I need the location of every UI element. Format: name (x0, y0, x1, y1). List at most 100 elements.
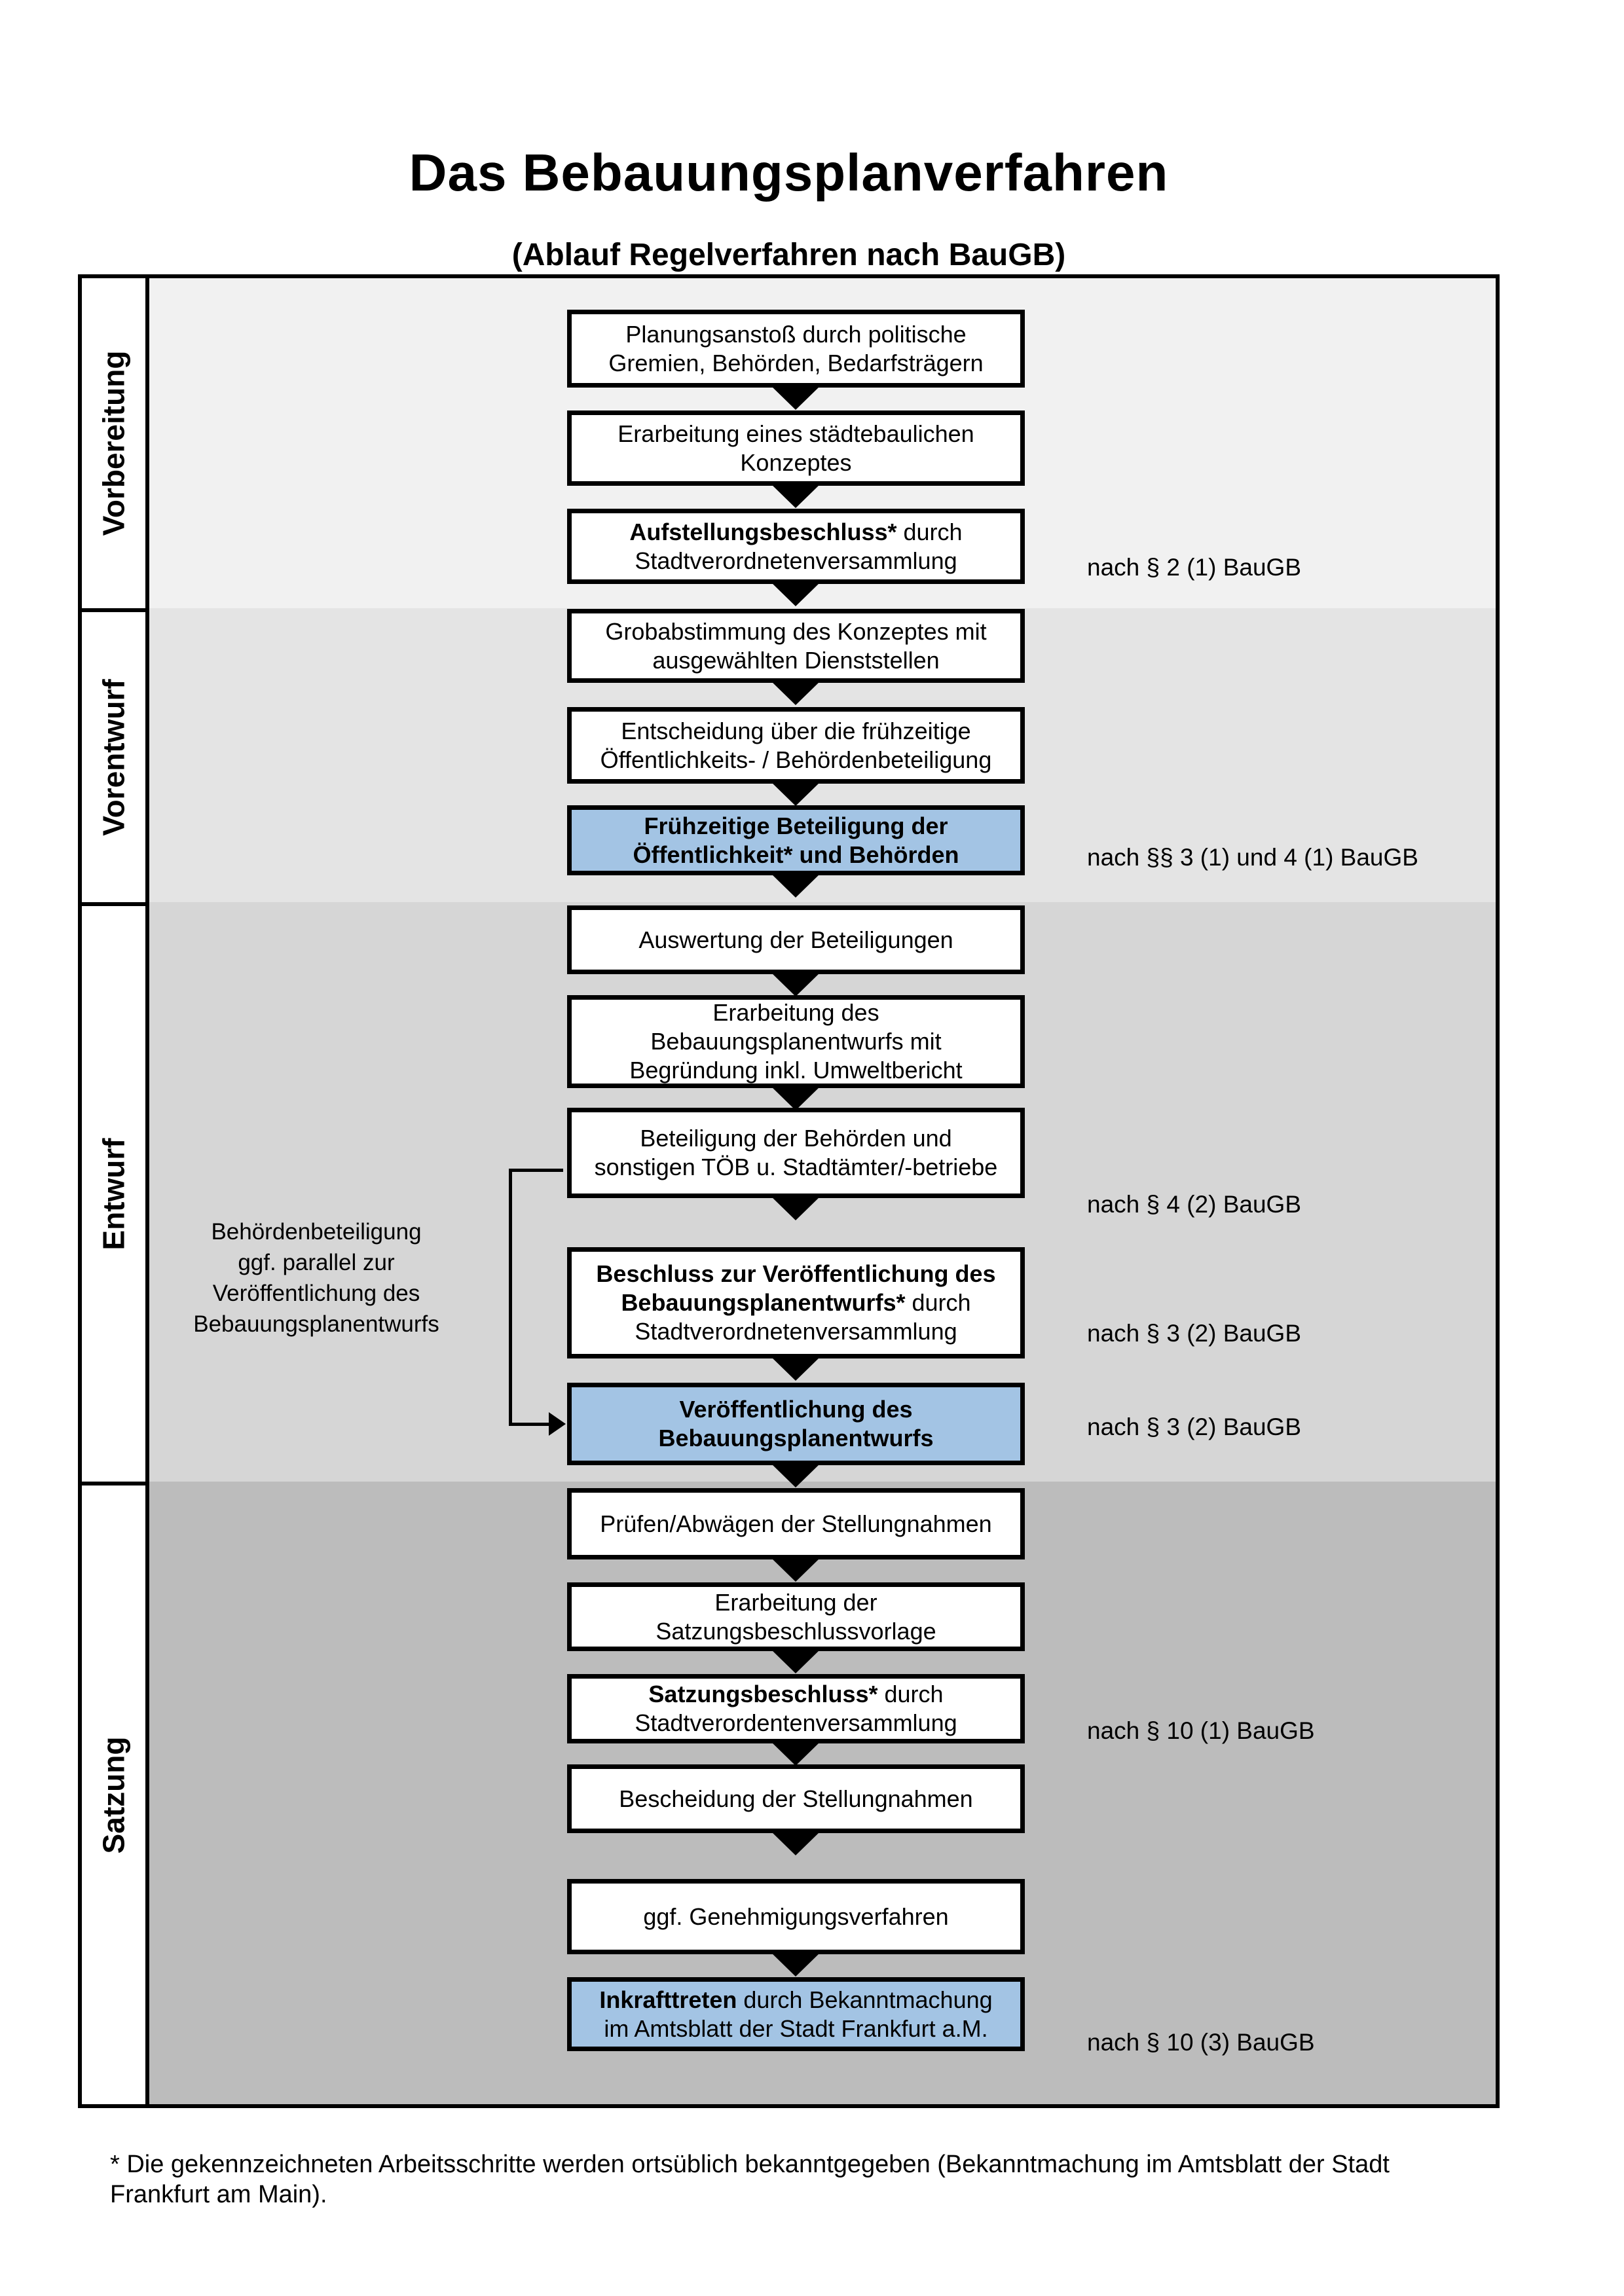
flow-box-bescheidung: Bescheidung der Stellungnahmen (567, 1764, 1025, 1833)
arrow-down-icon (770, 873, 821, 898)
text-segment: ggf. parallel zur (238, 1250, 395, 1275)
text-segment: Stadtverordentenversammlung (635, 1709, 957, 1736)
text-content: * Die gekennzeichneten Arbeitsschritte w… (110, 2151, 1390, 2208)
text-segment: Gremien, Behörden, Bedarfsträgern (608, 349, 984, 376)
legal-reference: nach § 4 (2) BauGB (1087, 1191, 1302, 1218)
text-segment: Bebauungsplanentwurfs (193, 1311, 439, 1337)
legal-reference: nach § 3 (2) BauGB (1087, 1413, 1302, 1440)
text-segment: Erarbeitung der (714, 1588, 877, 1616)
arrow-down-icon (770, 483, 821, 508)
flow-box-genehmigungsverfahren: ggf. Genehmigungsverfahren (567, 1879, 1025, 1954)
text-segment: Veröffentlichung des (679, 1396, 913, 1423)
text-segment: * Die gekennzeichneten Arbeitsschritte w… (110, 2151, 1390, 2178)
arrow-down-icon (770, 1649, 821, 1673)
text-segment: ausgewählten Dienststellen (652, 646, 940, 674)
text-segment: Begründung inkl. Umweltbericht (629, 1057, 963, 1084)
text-segment: Konzeptes (740, 448, 852, 476)
arrow-down-icon (770, 1463, 821, 1487)
legal-reference: nach § 2 (1) BauGB (1087, 554, 1302, 581)
legal-reference: nach § 3 (2) BauGB (1087, 1320, 1302, 1347)
text-segment: Entscheidung über die frühzeitige (621, 717, 971, 744)
text-segment: Bebauungsplanentwurfs mit (650, 1028, 942, 1055)
text-segment: Grobabstimmung des Konzeptes mit (605, 617, 987, 645)
text-segment: durch (905, 1289, 971, 1316)
text-segment: Prüfen/Abwägen der Stellungnahmen (600, 1510, 992, 1537)
text-segment: Satzungsbeschluss* (648, 1681, 878, 1707)
arrow-down-icon (770, 1741, 821, 1766)
text-segment: sonstigen TÖB u. Stadtämter/-betriebe (594, 1154, 998, 1180)
arrow-down-icon (770, 385, 821, 410)
bracket-vertical-line (509, 1169, 512, 1426)
text-content: Auswertung der Beteiligungen (638, 926, 953, 955)
text-segment: Stadtverordnetenversammlung (635, 1318, 957, 1345)
text-segment: Behördenbeteiligung (211, 1219, 422, 1245)
text-content: ggf. Genehmigungsverfahren (643, 1903, 948, 1931)
text-segment: Öffentlichkeit* und Behörden (633, 841, 959, 868)
page-title: Das Bebauungsplanverfahren (409, 143, 1169, 202)
text-segment: Öffentlichkeits- / Behördenbeteiligung (600, 746, 992, 773)
text-content: Prüfen/Abwägen der Stellungnahmen (600, 1510, 991, 1539)
phase-label-vorbereitung: Vorbereitung (96, 350, 131, 536)
text-segment: Bescheidung der Stellungnahmen (619, 1785, 973, 1812)
text-segment: Inkrafttreten (599, 1986, 737, 2013)
arrow-down-icon (770, 1831, 821, 1855)
text-segment: Planungsanstoß durch politische (625, 320, 967, 348)
text-segment: Satzungsbeschlussvorlage (655, 1617, 936, 1645)
text-segment: Erarbeitung eines städtebaulichen (618, 420, 974, 447)
page-subtitle: (Ablauf Regelverfahren nach BauGB) (511, 238, 1066, 272)
text-segment: Bebauungsplanentwurfs (658, 1425, 934, 1451)
flow-box-auswertung: Auswertung der Beteiligungen (567, 905, 1025, 974)
sidebar-divider (82, 902, 145, 906)
arrow-down-icon (770, 1085, 821, 1110)
text-segment: Stadtverordnetenversammlung (635, 547, 957, 574)
phase-label-vorentwurf: Vorentwurf (96, 678, 131, 836)
bracket-top-line (509, 1169, 563, 1172)
arrow-down-icon (770, 1557, 821, 1582)
procedure-table: Vorbereitung Vorentwurf Entwurf Satzung … (78, 274, 1500, 2108)
text-segment: Beschluss zur Veröffentlichung des (596, 1260, 996, 1287)
text-segment: Erarbeitung des (712, 999, 879, 1026)
arrow-down-icon (770, 781, 821, 806)
text-segment: Beteiligung der Behörden und (640, 1125, 952, 1152)
text-segment: Frühzeitige Beteiligung der (644, 812, 948, 839)
text-segment: Auswertung der Beteiligungen (638, 926, 953, 953)
arrow-down-icon (770, 581, 821, 606)
text-segment: durch (896, 518, 963, 545)
phase-label-satzung: Satzung (96, 1736, 131, 1853)
arrow-down-icon (770, 680, 821, 705)
text-segment: Veröffentlichung des (212, 1281, 420, 1306)
sidebar-separator (145, 278, 149, 2104)
text-segment: Bebauungsplanentwurfs* (621, 1289, 906, 1316)
footnote: * Die gekennzeichneten Arbeitsschritte w… (110, 2149, 1538, 2210)
text-segment: Frankfurt am Main). (110, 2181, 327, 2208)
arrow-down-icon (770, 1195, 821, 1220)
text-segment: im Amtsblatt der Stadt Frankfurt a.M. (604, 2014, 988, 2042)
arrow-down-icon (770, 1356, 821, 1381)
text-segment: ggf. Genehmigungsverfahren (643, 1903, 949, 1930)
text-segment: Aufstellungsbeschluss* (629, 518, 897, 545)
legal-reference: nach §§ 3 (1) und 4 (1) BauGB (1087, 844, 1418, 871)
